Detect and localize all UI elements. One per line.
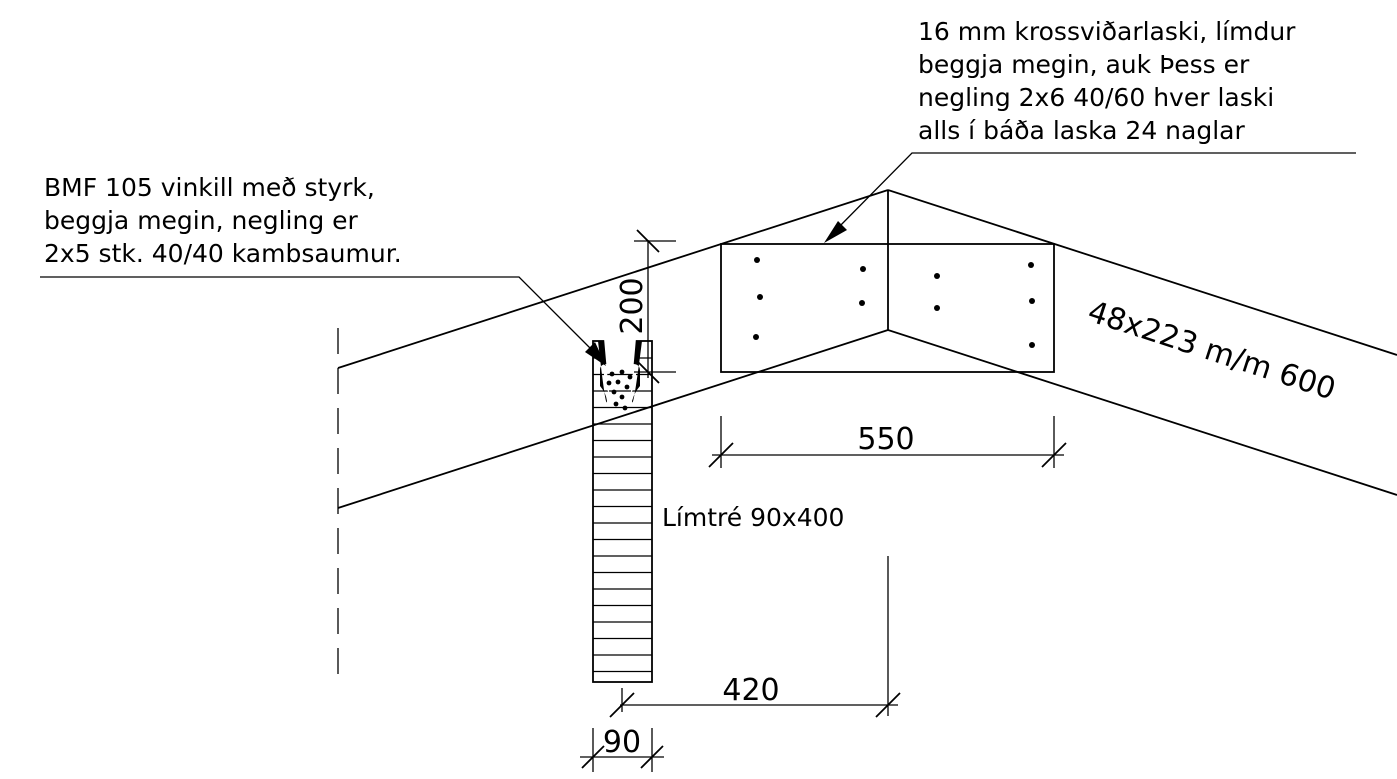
rafter-size-label: 48x223 m/m 600: [1084, 294, 1340, 407]
dim-tick: [875, 692, 901, 718]
bracket-note-line-1: BMF 105 vinkill með styrk,: [44, 173, 375, 202]
right-rafter-bottom-edge: [887, 329, 1397, 496]
gusset-plate: [720, 243, 1055, 373]
leaders: [40, 152, 1356, 366]
gusset-leader-arrowhead: [824, 221, 847, 243]
bracket-dot: [613, 401, 619, 407]
bracket-dot: [622, 405, 628, 411]
gusset-note-line-2: beggja megin, auk Þess er: [918, 50, 1250, 79]
plywood-gusset: [720, 243, 1055, 373]
bracket-leader-arrowhead: [585, 342, 606, 366]
bracket-dot: [606, 380, 612, 386]
gusset-note-line-4: alls í báða laska 24 naglar: [918, 116, 1245, 145]
left-rafter-bottom-edge: [337, 329, 889, 509]
nail: [1028, 262, 1034, 268]
bracket-dot: [619, 394, 625, 400]
dimension-offset: 420: [609, 556, 901, 718]
dimension-gusset-width: 550: [708, 416, 1067, 468]
glulam-outline: [592, 340, 653, 683]
dim-tick: [1041, 442, 1067, 468]
dim-offset-label: 420: [722, 673, 779, 708]
nail: [757, 294, 763, 300]
dim-tick: [640, 745, 664, 769]
dim-tick: [636, 229, 660, 253]
dim-beam-height-label: 200: [615, 277, 650, 334]
dimension-beam-height: 200: [615, 229, 676, 384]
bracket-dot: [619, 369, 625, 375]
dim-column-width-label: 90: [603, 725, 641, 760]
bracket-dot: [611, 389, 617, 395]
bracket-note: BMF 105 vinkill með styrk, beggja megin,…: [44, 173, 402, 268]
bracket-dot: [624, 384, 630, 390]
nail: [859, 300, 865, 306]
left-rafter-top-edge: [337, 189, 889, 369]
right-rafter-top-edge: [887, 189, 1397, 356]
gusset-note-line-1: 16 mm krossviðarlaski, límdur: [918, 17, 1296, 46]
bmf-bracket: [598, 338, 642, 411]
dim-tick: [636, 360, 660, 384]
bracket-dot: [627, 374, 633, 380]
rafters: [337, 189, 1397, 509]
bracket-leader-line: [40, 276, 598, 356]
glulam-column: [592, 340, 653, 683]
dimension-column-width: 90: [580, 725, 664, 772]
gusset-leader-line: [832, 152, 1356, 234]
dim-gusset-width-label: 550: [857, 422, 914, 457]
dim-tick: [708, 442, 734, 468]
nail: [753, 334, 759, 340]
nail: [934, 273, 940, 279]
bracket-note-line-3: 2x5 stk. 40/40 kambsaumur.: [44, 239, 402, 268]
nail: [860, 266, 866, 272]
glulam-label: Límtré 90x400: [662, 503, 844, 532]
nail: [934, 305, 940, 311]
nail: [1029, 342, 1035, 348]
dim-tick: [609, 692, 635, 718]
gusset-note-line-3: negling 2x6 40/60 hver laski: [918, 83, 1274, 112]
bracket-dot: [615, 379, 621, 385]
gusset-note: 16 mm krossviðarlaski, límdur beggja meg…: [918, 17, 1296, 145]
bracket-note-line-2: beggja megin, negling er: [44, 206, 359, 235]
dim-tick: [581, 745, 605, 769]
nail: [754, 257, 760, 263]
nail: [1029, 298, 1035, 304]
bracket-dot: [609, 371, 615, 377]
glulam-laminations: [593, 357, 652, 673]
bracket-inner: [604, 338, 636, 401]
